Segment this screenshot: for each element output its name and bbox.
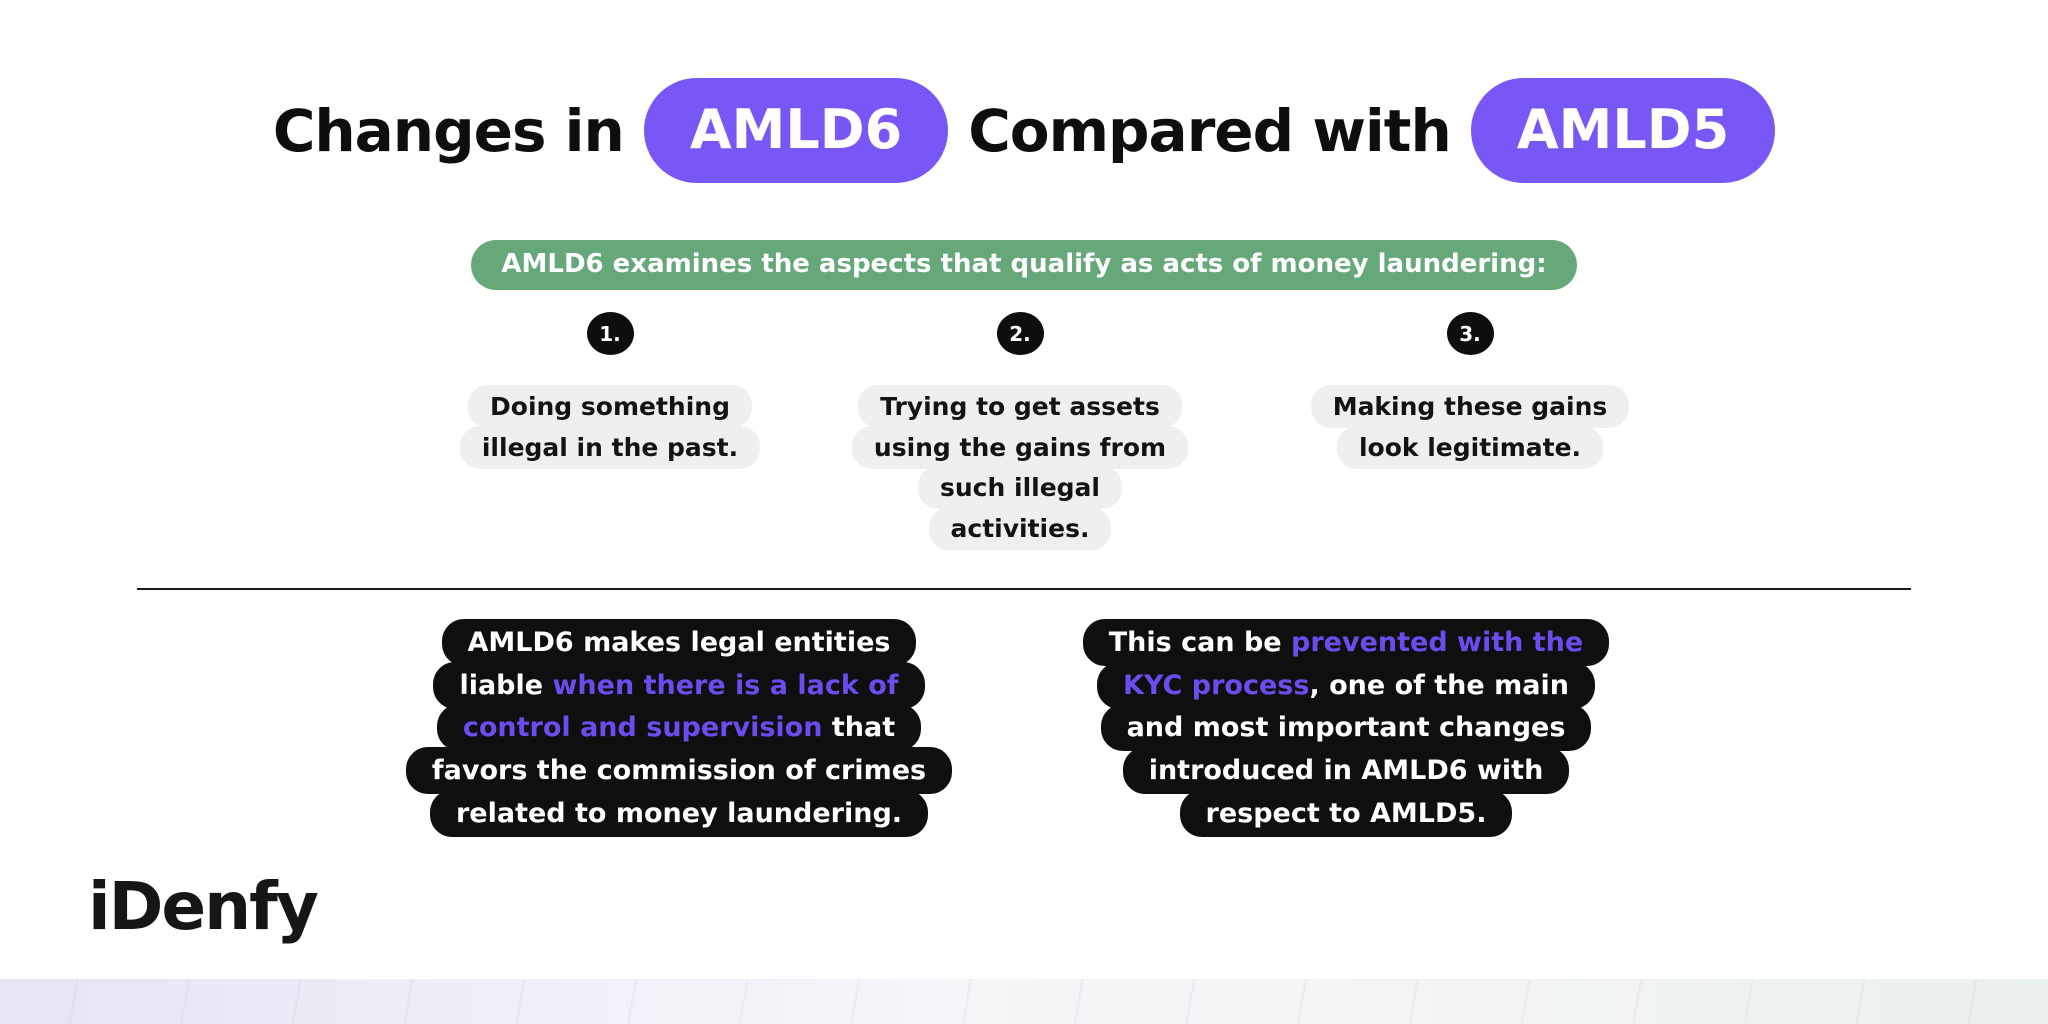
banner-row: AMLD6 examines the aspects that qualify … <box>0 240 2048 290</box>
highlighted-text: prevented with the KYC process <box>1123 627 1584 701</box>
step-3-number-badge: 3. <box>1446 312 1494 355</box>
step-1-number: 1. <box>599 321 621 346</box>
plain-text: that favors the commission of crimes rel… <box>431 712 927 829</box>
step-3-text-block: Making these gains look legitimate. <box>1260 385 1680 469</box>
callout-kyc-process-text: This can be prevented with the KYC proce… <box>1082 619 1610 837</box>
amld6-badge: AMLD6 <box>643 78 949 183</box>
plain-text: This can be <box>1108 627 1292 658</box>
callout-legal-entities-text: AMLD6 makes legal entities liable when t… <box>405 619 953 837</box>
step-1-text-block: Doing something illegal in the past. <box>400 385 820 469</box>
step-1: 1. Doing something illegal in the past. <box>400 312 820 469</box>
step-2-number: 2. <box>1009 321 1031 346</box>
title-prefix: Changes in <box>272 96 625 165</box>
amld5-badge: AMLD5 <box>1470 78 1776 183</box>
step-2-text-block: Trying to get assets using the gains fro… <box>810 385 1230 550</box>
step-2: 2. Trying to get assets using the gains … <box>810 312 1230 550</box>
plain-text: AMLD6 makes legal entities liable <box>459 627 891 701</box>
title-middle: Compared with <box>968 96 1452 165</box>
bottom-decorative-strip <box>0 979 2048 1024</box>
plain-text: , one of the main and most important cha… <box>1126 669 1569 829</box>
step-1-number-badge: 1. <box>586 312 634 355</box>
callout-legal-entities: AMLD6 makes legal entities liable when t… <box>359 619 999 837</box>
step-2-number-badge: 2. <box>996 312 1044 355</box>
banner-label: AMLD6 examines the aspects that qualify … <box>471 240 1577 290</box>
idenfy-logo: iDenfy <box>88 868 319 945</box>
step-3-number: 3. <box>1459 321 1481 346</box>
step-2-text: Trying to get assets using the gains fro… <box>851 385 1189 550</box>
highlighted-text: when there is a lack of control and supe… <box>462 669 899 744</box>
divider-line <box>137 588 1911 590</box>
step-3: 3. Making these gains look legitimate. <box>1260 312 1680 469</box>
step-1-text: Doing something illegal in the past. <box>459 385 761 469</box>
page-title: Changes in AMLD6 Compared with AMLD5 <box>0 78 2048 183</box>
step-3-text: Making these gains look legitimate. <box>1310 385 1630 469</box>
callout-kyc-process: This can be prevented with the KYC proce… <box>1026 619 1666 837</box>
